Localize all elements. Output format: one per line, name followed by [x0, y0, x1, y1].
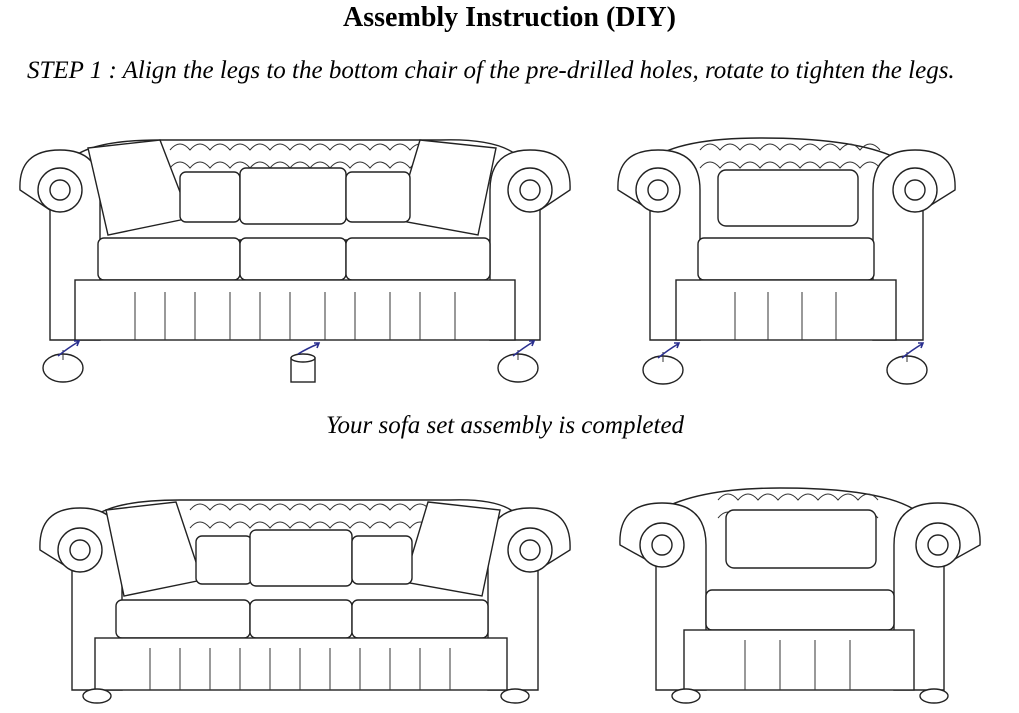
armchair-assembled [619, 487, 981, 704]
armchair-unassembled [617, 137, 956, 341]
completion-message: Your sofa set assembly is completed [325, 412, 685, 439]
step-1-instruction: STEP 1 : Align the legs to the bottom ch… [27, 57, 955, 84]
leg-bun-left [42, 340, 84, 383]
page-title: Assembly Instruction (DIY) [343, 2, 676, 33]
leg-center-cylinder [290, 342, 321, 383]
leg-bun-chair-right [886, 342, 928, 385]
sofa-three-seat-unassembled [19, 139, 571, 341]
sofa-three-seat-assembled [39, 499, 571, 704]
leg-bun-right [497, 340, 539, 383]
leg-bun-chair-left [642, 342, 684, 385]
